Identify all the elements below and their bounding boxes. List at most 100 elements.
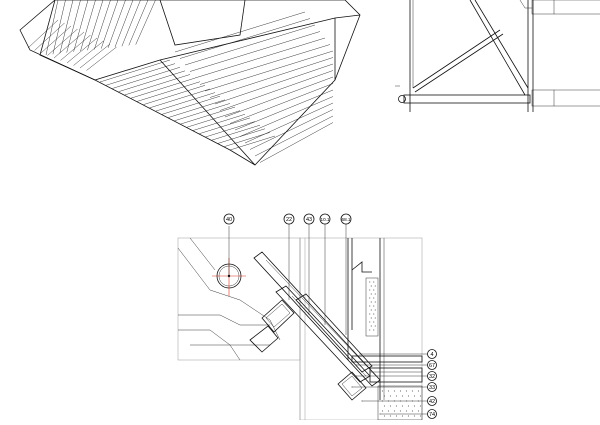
insulation-dot — [374, 301, 376, 303]
slat-hatching-lower — [99, 59, 276, 151]
slat-hatching-lower-left — [27, 19, 117, 71]
concrete-dot — [389, 415, 391, 417]
concrete-dot — [417, 410, 419, 412]
callout-label: 33 — [429, 385, 435, 391]
insulation-dot — [374, 325, 376, 327]
concrete-dot — [399, 410, 401, 412]
concrete-dot — [393, 390, 395, 392]
concrete-dot — [393, 410, 395, 412]
concrete-dot — [395, 405, 397, 407]
slat-line — [73, 40, 104, 66]
insulation-dot — [369, 329, 371, 331]
elevation-corner-detail — [519, 0, 532, 9]
leader-dot — [359, 353, 361, 355]
slat-line — [239, 96, 334, 137]
insulation-dot — [373, 297, 375, 299]
insulation-dot — [370, 301, 372, 303]
slat-line — [80, 0, 96, 52]
slat-line — [86, 46, 117, 71]
slat-line — [194, 37, 326, 79]
detail-frame-left — [177, 237, 301, 361]
concrete-dot — [401, 395, 403, 397]
concrete-dot — [387, 410, 389, 412]
slat-line — [204, 50, 334, 92]
slat-line — [106, 63, 176, 86]
concrete-dot — [395, 415, 397, 417]
slat-line — [124, 74, 191, 96]
callout-42: 42 — [427, 396, 437, 406]
callout-68-1: 68.1 — [340, 213, 352, 225]
concrete-dot — [395, 395, 397, 397]
concrete-dot — [387, 390, 389, 392]
slat-line — [130, 77, 196, 99]
callout-label: 74 — [429, 412, 435, 418]
insulation-dot — [370, 285, 372, 287]
slat-hatching-top-left — [45, 0, 156, 56]
slat-line — [186, 110, 241, 128]
concrete-dot — [383, 415, 385, 417]
slat-line — [259, 122, 334, 163]
slat-line — [244, 102, 334, 144]
insulation-dot — [369, 289, 371, 291]
callout-33: 33 — [427, 382, 437, 392]
slat-line — [112, 67, 181, 89]
board-edge — [265, 259, 379, 379]
insulation-dot — [370, 293, 372, 295]
callout-label: 22 — [286, 217, 292, 223]
callout-label: 10.1 — [321, 217, 330, 222]
elevation-drawing — [395, 0, 600, 112]
insulation-dot — [374, 293, 376, 295]
concrete-dot — [383, 395, 385, 397]
slat-line — [73, 0, 89, 52]
callout-bubble — [223, 213, 235, 225]
callout-bubble — [340, 213, 352, 225]
insulation-dot — [373, 313, 375, 315]
structure-inner-edge — [94, 14, 361, 81]
callout-label: 43 — [306, 217, 312, 223]
diagonal-board — [295, 293, 373, 373]
concrete-dot — [411, 410, 413, 412]
slat-line — [118, 70, 186, 92]
slat-line — [229, 135, 276, 151]
insulation-dot — [374, 317, 376, 319]
concrete-dot — [383, 405, 385, 407]
insulation-dot — [370, 309, 372, 311]
concrete-dot — [419, 395, 421, 397]
slat-line — [234, 89, 334, 131]
slat-line — [224, 76, 334, 118]
section-detail: 40 22 43 10.1 68.1 4 67 32 — [177, 213, 437, 421]
slat-line — [219, 70, 334, 111]
slat-line — [174, 11, 306, 53]
slat-line — [52, 0, 66, 55]
slat-line — [189, 31, 321, 72]
slat-line — [192, 114, 246, 131]
callout-label: 68.1 — [342, 217, 351, 222]
slat-line — [214, 63, 334, 105]
slat-line — [143, 85, 206, 105]
callout-bubble — [427, 349, 437, 359]
leader-dot — [351, 386, 353, 388]
slat-line — [135, 0, 156, 45]
callout-label: 42 — [429, 399, 435, 405]
insulation-fill — [369, 281, 376, 331]
insulation-dot — [373, 321, 375, 323]
callout-43: 43 — [303, 213, 315, 225]
callout-label: 4 — [430, 352, 433, 358]
callout-bubble — [427, 409, 437, 419]
concrete-dot — [401, 405, 403, 407]
background-geometry — [190, 344, 241, 361]
timber-member — [337, 371, 367, 401]
concrete-dot — [417, 390, 419, 392]
slat-line — [47, 28, 78, 56]
insulation-dot — [374, 309, 376, 311]
leader-dot — [355, 375, 357, 377]
concrete-dot — [399, 390, 401, 392]
concrete-dot — [419, 415, 421, 417]
concrete-dot — [407, 405, 409, 407]
concrete-dot — [419, 405, 421, 407]
callout-bubble — [427, 396, 437, 406]
slat-line — [184, 24, 316, 66]
callout-67: 67 — [427, 360, 437, 370]
insulation-dot — [373, 305, 375, 307]
concrete-dot — [381, 390, 383, 392]
